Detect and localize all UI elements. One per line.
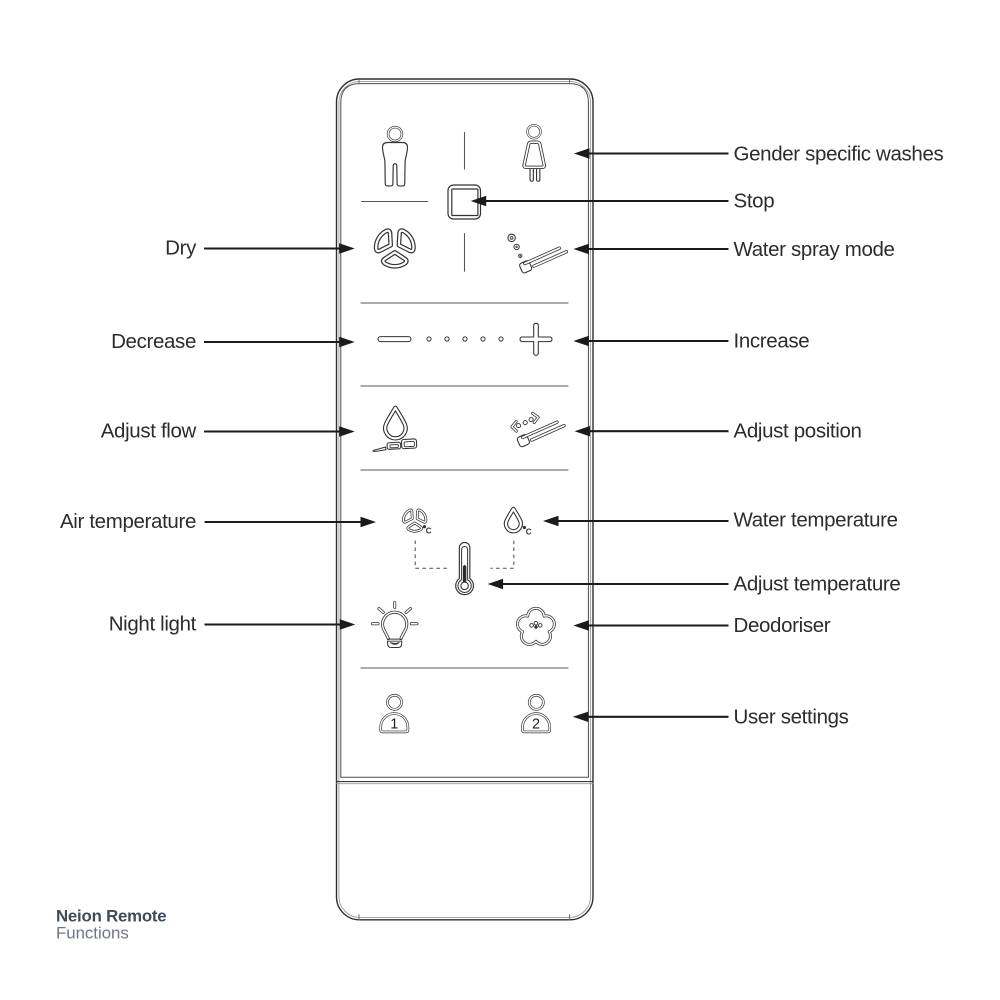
- svg-text:Dry: Dry: [165, 237, 197, 260]
- svg-text:Functions: Functions: [56, 924, 129, 943]
- svg-text:Night light: Night light: [109, 613, 197, 636]
- svg-text:Deodoriser: Deodoriser: [734, 614, 831, 637]
- svg-text:Neion Remote: Neion Remote: [56, 907, 166, 926]
- svg-text:2: 2: [532, 717, 540, 733]
- svg-text:Adjust flow: Adjust flow: [101, 420, 197, 443]
- svg-text:Water temperature: Water temperature: [734, 509, 898, 532]
- svg-text:Adjust temperature: Adjust temperature: [734, 573, 901, 596]
- svg-text:Air temperature: Air temperature: [60, 510, 196, 533]
- svg-text:Increase: Increase: [734, 330, 810, 353]
- svg-text:Adjust position: Adjust position: [734, 420, 862, 443]
- svg-text:Water spray mode: Water spray mode: [734, 238, 895, 261]
- svg-text:Decrease: Decrease: [111, 330, 196, 353]
- svg-text:Stop: Stop: [734, 190, 775, 213]
- svg-text:Gender specific washes: Gender specific washes: [734, 143, 944, 166]
- svg-text:User settings: User settings: [734, 706, 849, 729]
- svg-text:1: 1: [390, 717, 398, 733]
